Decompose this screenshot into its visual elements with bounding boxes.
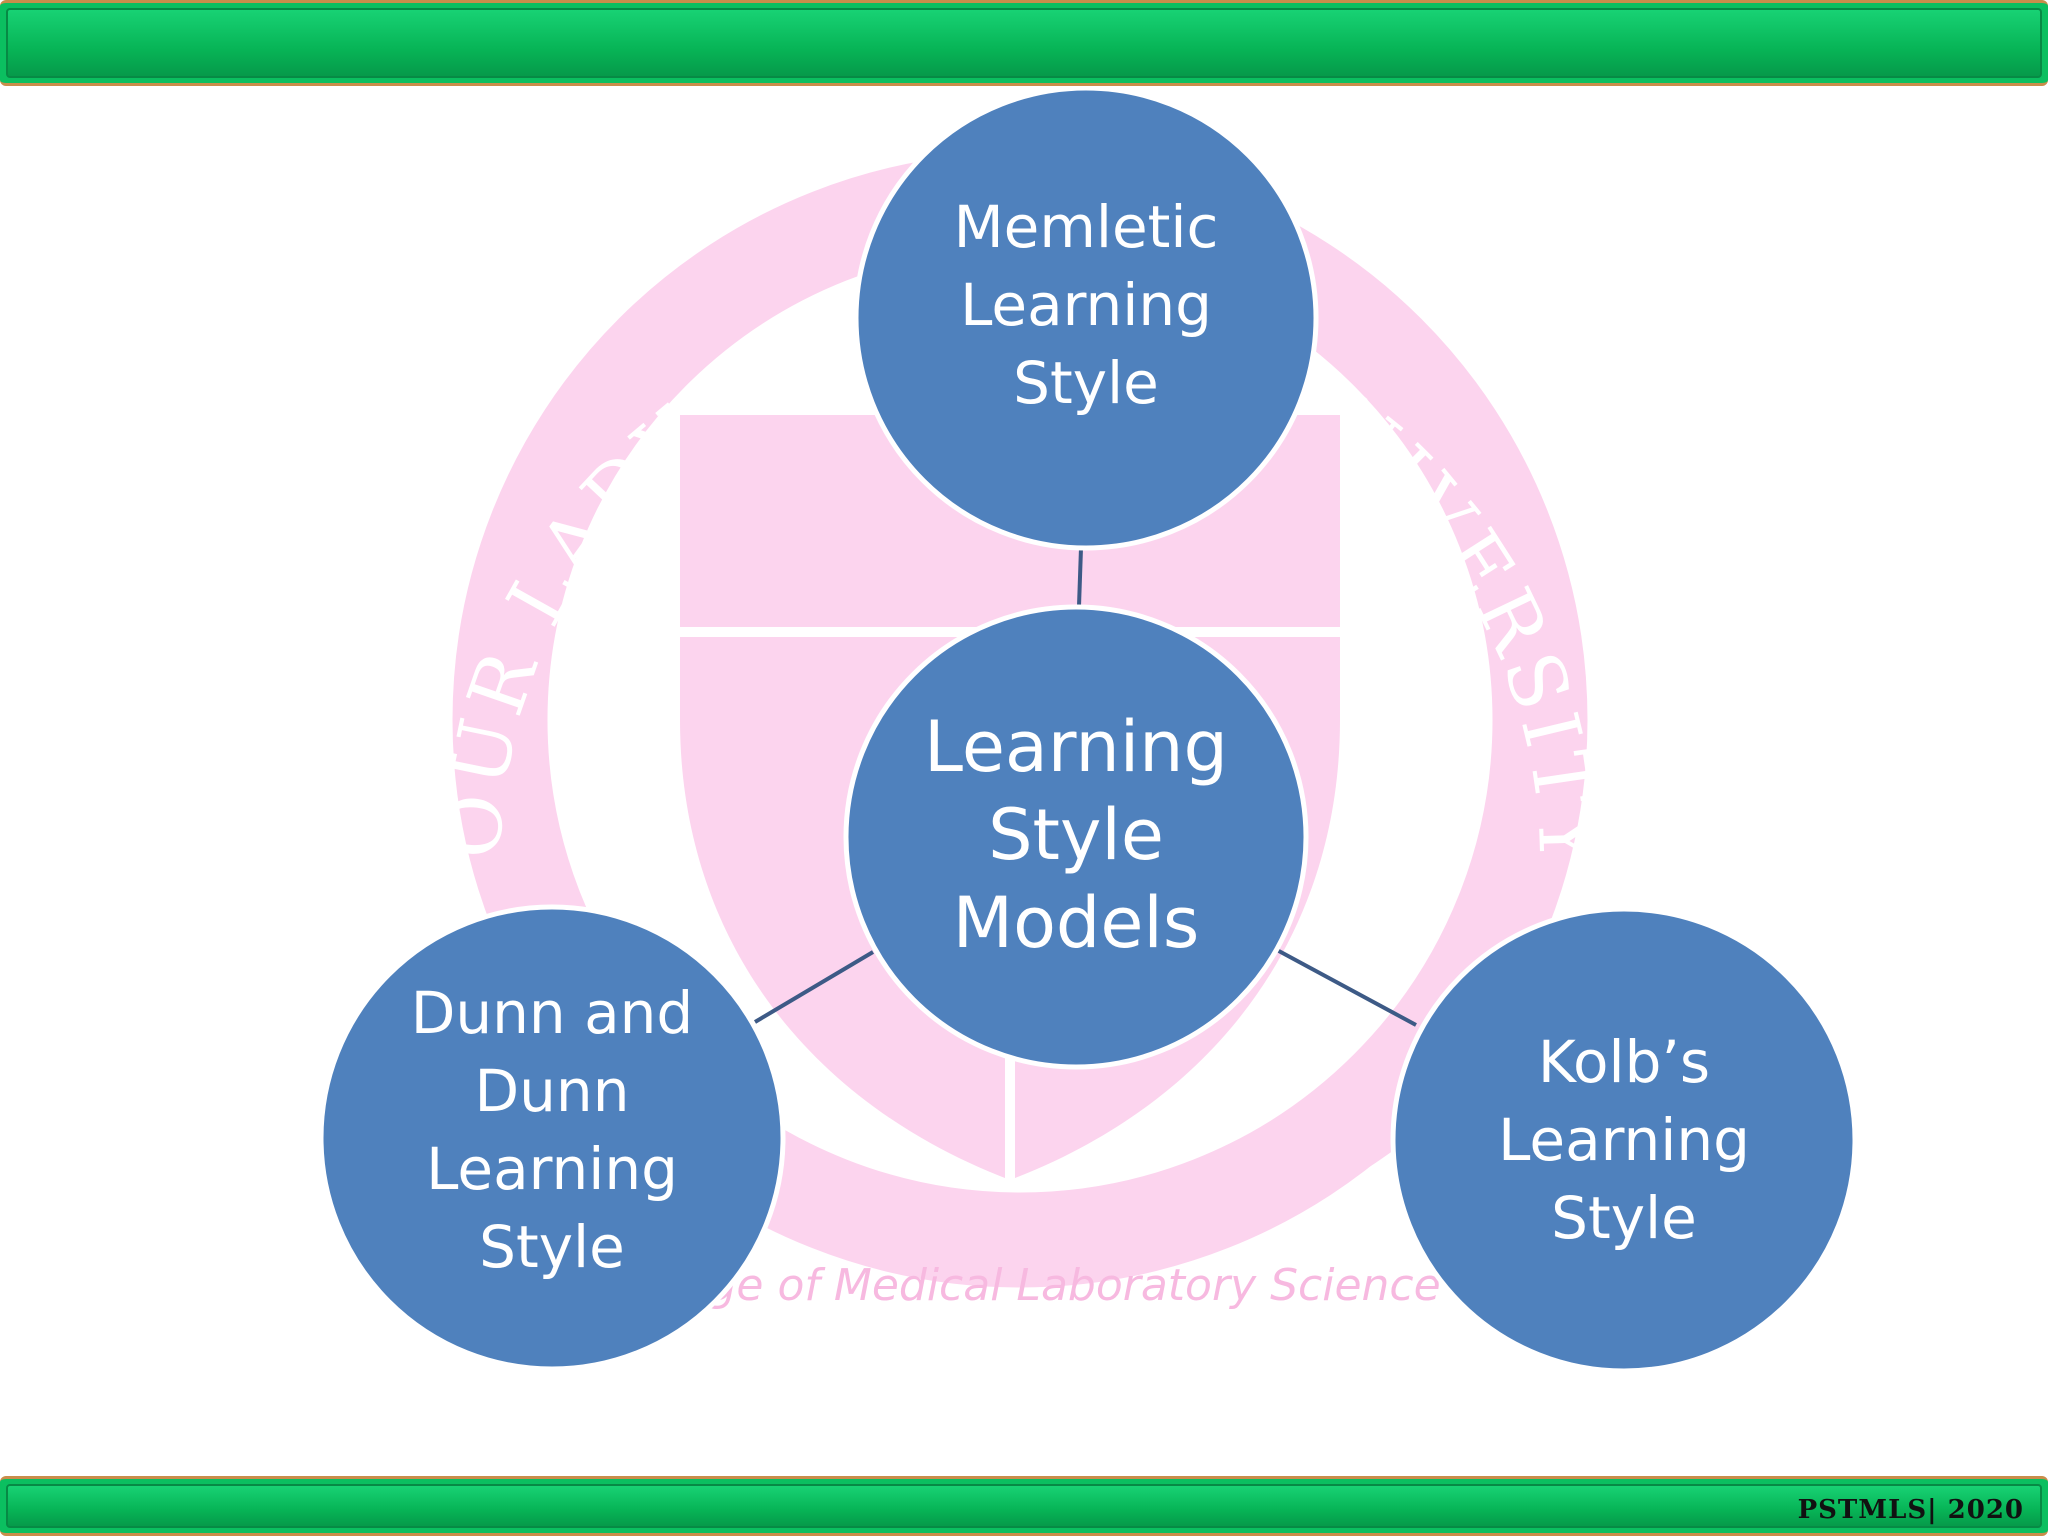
node-right-label: Kolb’s Learning Style xyxy=(1498,1028,1750,1252)
node-left-label: Dunn and Dunn Learning Style xyxy=(410,979,694,1281)
header-bar-inner xyxy=(6,8,2042,78)
connector-top xyxy=(1077,547,1083,607)
footer-bar: PSTMLS| 2020 xyxy=(0,1476,2048,1536)
node-center-label: Learning Style Models xyxy=(924,706,1228,964)
connectors xyxy=(753,547,1417,1027)
header-bar xyxy=(0,0,2048,86)
connector-left xyxy=(753,950,875,1024)
footer-text: PSTMLS| 2020 xyxy=(1797,1495,2024,1525)
footer-bar-inner xyxy=(6,1484,2042,1528)
seal-banner xyxy=(690,1090,1420,1275)
node-top[interactable] xyxy=(853,85,1319,551)
node-center[interactable] xyxy=(843,604,1309,1070)
node-left[interactable] xyxy=(318,904,786,1372)
node-top-label: Memletic Learning Style xyxy=(953,193,1219,417)
node-right[interactable] xyxy=(1390,906,1858,1374)
connector-right xyxy=(1276,948,1417,1027)
